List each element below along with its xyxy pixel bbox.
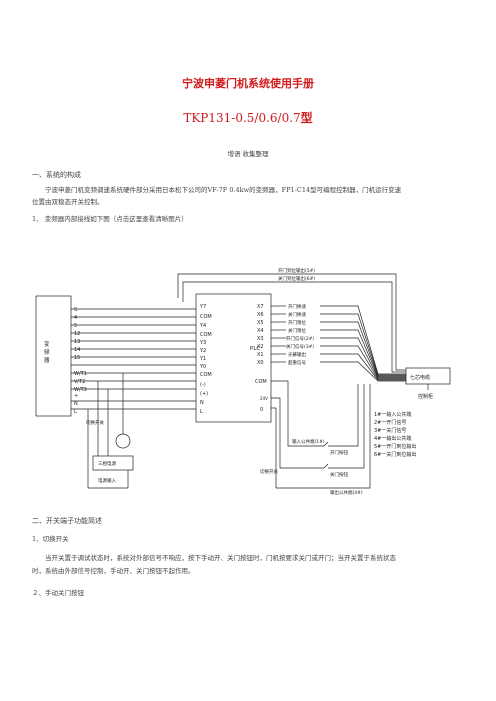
inv-term-6: 15 <box>74 355 80 361</box>
output-common-label: 输出公共端(4#) <box>330 489 363 496</box>
legend-0: 1#一输入公共端 <box>374 411 411 418</box>
power-input-label: 电源输入 <box>98 477 116 484</box>
plc-right-2: X5 <box>257 320 264 326</box>
plc-left-11: N <box>200 400 204 406</box>
plc-right-4: X3 <box>257 336 264 342</box>
legend-1: 2#一开门信号 <box>374 419 406 426</box>
inv-term-7: W/T1 <box>74 371 87 377</box>
inv-term-0: S <box>74 307 77 313</box>
plc-left-3: COM <box>200 332 212 338</box>
section-2-heading: 二、开关端子功能简述 <box>32 517 102 525</box>
plc-left-7: Y0 <box>199 364 206 370</box>
section-2-item-1: 1、切换开关 <box>32 535 69 543</box>
inverter-label-0: 变 <box>44 340 50 348</box>
compiler-credit: 增语 收集整理 <box>227 150 269 158</box>
inv-term-12: L <box>74 409 77 415</box>
motor-box-label: 三相电源 <box>98 460 116 467</box>
plc-right-8: COM <box>255 379 267 385</box>
legend-4: 5#一开门到位输出 <box>374 443 416 450</box>
wiring-diagram: 变 频 器 S 4 5 12 13 14 15 W/T1 V/T2 W/T3 +… <box>35 267 451 496</box>
signal-7: 超重信号 <box>288 359 306 366</box>
legend-2: 3#一关门信号 <box>374 427 406 434</box>
switch-label: 切换开关 <box>260 468 278 475</box>
plc-right-11: 0 <box>260 407 263 413</box>
seven-core-cable-label: 七芯电缆 <box>410 374 430 381</box>
plc-left-6: Y1 <box>199 356 206 362</box>
plc-left-10: (+) <box>200 391 208 397</box>
plc-left-2: Y4 <box>199 323 206 329</box>
inv-term-1: 4 <box>74 315 77 321</box>
inverter-label-1: 频 <box>44 348 50 356</box>
inv-term-9: W/T3 <box>74 387 87 393</box>
section-1-para-line2: 位置由双稳态开关控制。 <box>32 198 104 206</box>
inv-term-3: 12 <box>74 331 80 337</box>
plc-left-9: (-) <box>200 382 206 388</box>
plc-label: PLC <box>250 346 260 352</box>
inverter-labels: 变 频 器 <box>44 340 50 364</box>
inv-term-4: 13 <box>74 339 80 345</box>
inv-term-11: N <box>74 401 78 407</box>
wiring-diagram-link[interactable]: 1、 变频器内部接线如下图（点击这里查看清晰图片） <box>32 215 188 223</box>
plc-left-5: Y2 <box>199 348 206 354</box>
plc-right-3: X4 <box>257 328 264 334</box>
inverter-box <box>35 295 72 417</box>
input-common-label: 输入公共端(1#) <box>292 438 325 445</box>
section-2-para-line2: 时，系统由外部信号控制，手动开、关门按钮不起作用。 <box>32 567 195 575</box>
model-number: TKP131-0.5/0.6/0.7型 <box>0 109 496 126</box>
legend-3: 4#一输出公共端 <box>374 435 411 442</box>
signal-5: 关门信号(3#) <box>286 343 314 350</box>
plc-right-0: X7 <box>257 304 264 310</box>
inv-term-10: + <box>74 393 78 399</box>
plc-right-10: 24V <box>260 396 268 401</box>
plc-left-4: Y3 <box>199 340 206 346</box>
control-box-label: 控制柜 <box>418 393 433 400</box>
section-2-item-2: ２、手动关门按钮 <box>32 589 84 597</box>
model-prefix: TKP131-0.5/0.6/0.7 <box>183 111 301 125</box>
section-1-heading: 一、系统的构成 <box>32 171 81 179</box>
signal-2: 开门限位 <box>288 319 306 326</box>
plc-right-1: X6 <box>257 312 264 318</box>
signal-6: 光幕输出 <box>288 351 306 358</box>
motor-box <box>92 455 134 471</box>
signal-0: 开门换速 <box>288 303 306 310</box>
section-1-para-line1: 宁波申菱门机变频调速系统硬件部分采用日本松下公司的VF-7F 0.4kw的变频器… <box>45 186 402 194</box>
inv-term-5: 14 <box>74 347 80 353</box>
plc-right-5: X2 <box>257 344 264 350</box>
legend-5: 6#一关门到位输出 <box>374 451 416 458</box>
plc-right-7: X0 <box>257 360 264 366</box>
top-wire-0: 开门到位输出(5#) <box>278 267 315 274</box>
inv-term-2: 5 <box>74 323 77 329</box>
model-suffix: 型 <box>300 111 313 125</box>
plc-left-12: L <box>200 409 203 415</box>
inv-term-8: V/T2 <box>74 379 85 385</box>
document-title: 宁波申菱门机系统使用手册 <box>182 77 314 90</box>
plc-box <box>195 293 272 423</box>
plc-left-0: Y7 <box>199 304 206 310</box>
plc-right-6: X1 <box>257 352 264 358</box>
top-wire-1: 关门到位输出(6#) <box>278 275 315 282</box>
inverter-label-2: 器 <box>44 357 50 364</box>
plc-left-8: COM <box>200 372 212 378</box>
signal-3: 关门限位 <box>288 327 306 334</box>
signal-4: 开门信号(2#) <box>286 335 314 342</box>
open-button-label: 开门按钮 <box>330 449 348 456</box>
close-button-label: 关门按钮 <box>330 471 348 478</box>
signal-1: 关门换速 <box>288 311 306 318</box>
section-2-para-line1: 当开关置于调试状态时，系统对外部信号不响应，按下手动开、关门按钮时，门机按要求关… <box>45 554 396 562</box>
breaker-label: 切换开关 <box>86 419 104 426</box>
plc-left-1: COM <box>200 314 212 320</box>
